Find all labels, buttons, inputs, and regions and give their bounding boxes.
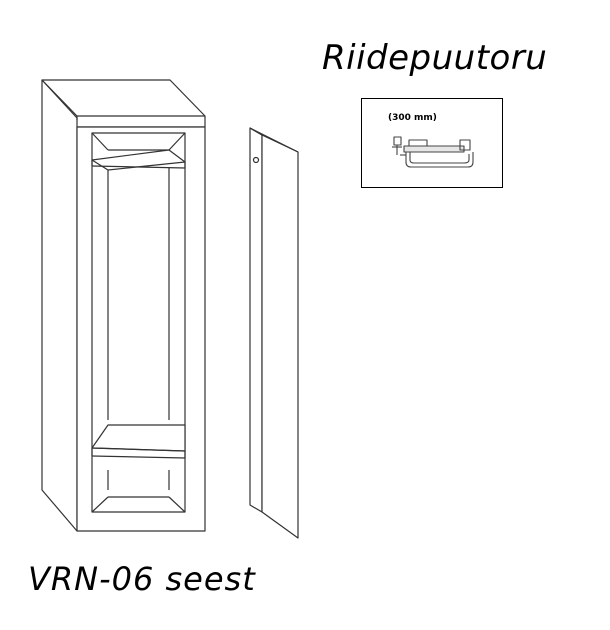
hinge-icon <box>252 156 260 164</box>
product-title: Riidepuutoru <box>322 38 548 78</box>
cabinet-front-frame <box>76 126 206 532</box>
bottom-compartment <box>91 470 186 513</box>
lower-shelf <box>91 424 186 459</box>
door-panel <box>249 127 299 539</box>
upper-shelf <box>91 149 186 171</box>
hanger-rail-icon <box>392 136 474 168</box>
hanger-rail-detail: (300 mm) <box>361 98 503 188</box>
cabinet-side-panel <box>41 79 78 532</box>
model-caption: VRN-06 seest <box>28 560 256 598</box>
dimension-label: (300 mm) <box>388 113 437 123</box>
